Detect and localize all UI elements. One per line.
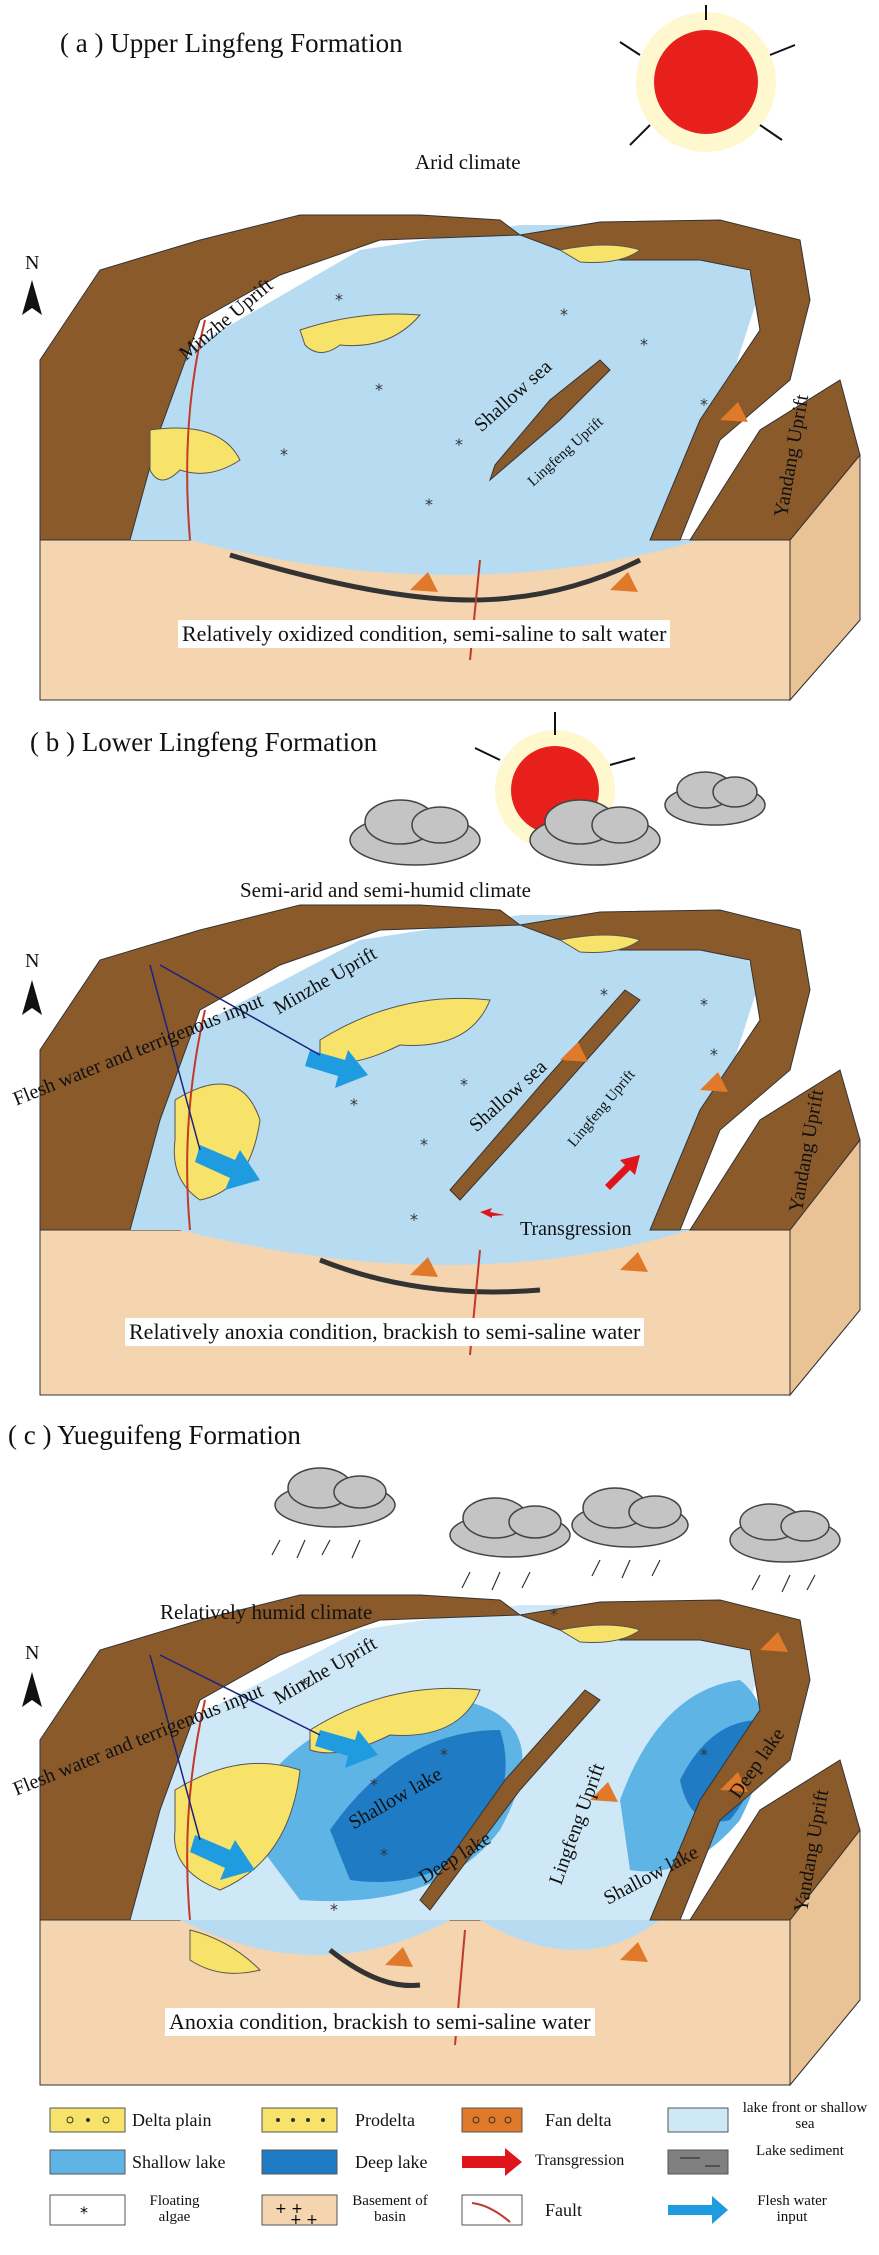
cloud-icon [349, 771, 766, 866]
svg-text:*: * [640, 335, 648, 354]
transgression-label: Transgression [520, 1218, 632, 1240]
fan-delta-swatch [461, 2107, 523, 2133]
svg-text:*: * [375, 380, 383, 399]
flesh-water-swatch [668, 2196, 728, 2224]
svg-text:*: * [710, 1045, 718, 1064]
transgression-swatch [462, 2148, 522, 2176]
svg-text:*: * [350, 1095, 358, 1114]
sun-icon [619, 5, 796, 152]
legend-floating-algae: Floating algae [149, 2193, 200, 2225]
legend-deep-lake: Deep lake [355, 2152, 428, 2172]
svg-text:*: * [600, 985, 608, 1004]
deep-lake-swatch [261, 2149, 338, 2175]
svg-text:+ +: + + [275, 2201, 303, 2217]
condition-label: Relatively anoxia condition, brackish to… [125, 1318, 645, 1346]
legend-shallow-lake: Shallow lake [132, 2152, 226, 2172]
svg-text:*: * [550, 1605, 558, 1624]
shallow-lake-swatch [49, 2149, 126, 2175]
svg-text:*: * [300, 1675, 308, 1694]
transgression-arrow-icon [480, 1155, 640, 1218]
legend-basement: Basement of basin [352, 2193, 428, 2225]
svg-text:*: * [280, 445, 288, 464]
panel-title: ( a ) Upper Lingfeng Formation [60, 28, 403, 58]
fresh-water-arrow-icon [190, 1730, 378, 1880]
svg-text:*: * [700, 395, 708, 414]
svg-text:*: * [335, 290, 343, 309]
climate-label: Relatively humid climate [160, 1600, 373, 1624]
panel-title: ( c ) Yueguifeng Formation [8, 1420, 301, 1450]
delta-plain-swatch [49, 2107, 126, 2133]
legend-flesh-water: Flesh water input [757, 2193, 827, 2225]
svg-text:*: * [80, 2203, 88, 2222]
legend-lake-front: lake front or shallow sea [742, 2100, 868, 2132]
prodelta-swatch [261, 2107, 338, 2133]
svg-text:+ +: + + [290, 2212, 318, 2228]
svg-text:*: * [440, 1745, 448, 1764]
svg-text:*: * [380, 1845, 388, 1864]
panel-title: ( b ) Lower Lingfeng Formation [30, 727, 378, 757]
svg-text:*: * [460, 1075, 468, 1094]
svg-text:*: * [370, 1775, 378, 1794]
north-label: N [25, 1642, 40, 1664]
rain-cloud-icon [274, 1467, 841, 1563]
fresh-water-arrow-icon [195, 1050, 368, 1190]
north-arrow-icon [22, 980, 42, 1015]
floating-algae-swatch: * [49, 2194, 126, 2226]
basement-swatch: + ++ + [261, 2194, 338, 2228]
legend-delta-plain: Delta plain [132, 2110, 212, 2130]
svg-text:*: * [410, 1210, 418, 1229]
condition-label: Anoxia condition, brackish to semi-salin… [165, 2008, 595, 2036]
svg-text:*: * [455, 435, 463, 454]
legend-fan-delta: Fan delta [545, 2110, 612, 2130]
climate-label: Semi-arid and semi-humid climate [240, 878, 532, 902]
north-arrow-icon [22, 280, 42, 315]
svg-text:*: * [420, 1135, 428, 1154]
lake-sediment-swatch [667, 2149, 729, 2175]
north-label: N [25, 950, 40, 972]
svg-text:*: * [425, 495, 433, 514]
north-arrow-icon [22, 1672, 42, 1707]
legend-fault: Fault [545, 2200, 583, 2220]
svg-text:*: * [330, 1900, 338, 1919]
svg-text:*: * [700, 1745, 708, 1764]
fault-swatch [461, 2194, 523, 2226]
condition-label: Relatively oxidized condition, semi-sali… [178, 620, 671, 648]
legend-transgression: Transgression [535, 2152, 625, 2169]
svg-text:*: * [700, 995, 708, 1014]
svg-text:*: * [560, 305, 568, 324]
legend-prodelta: Prodelta [355, 2110, 415, 2130]
north-label: N [25, 252, 40, 274]
climate-label: Arid climate [415, 150, 521, 174]
legend-lake-sediment: Lake sediment [756, 2143, 844, 2159]
lake-front-swatch [667, 2107, 729, 2133]
